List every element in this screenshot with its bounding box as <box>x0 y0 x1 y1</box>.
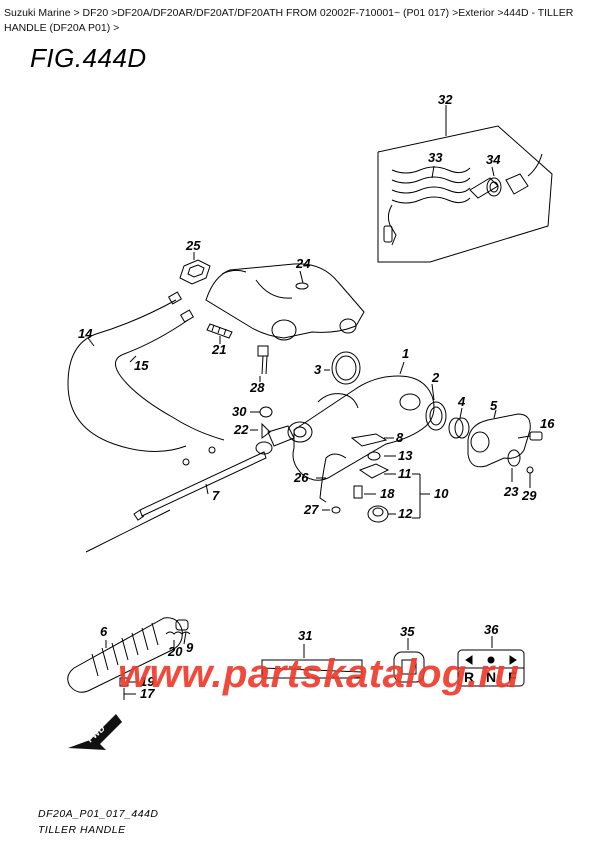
pin-23 <box>507 449 521 482</box>
callout-6: 6 <box>100 624 108 639</box>
fwd-arrow-icon <box>68 714 122 750</box>
callout-2: 2 <box>431 370 440 385</box>
callout-26: 26 <box>293 470 309 485</box>
callout-14: 14 <box>78 326 93 341</box>
breadcrumb[interactable]: Suzuki Marine > DF20 >DF20A/DF20AR/DF20A… <box>4 6 596 36</box>
callout-32: 32 <box>438 92 453 107</box>
callout-15: 15 <box>134 358 149 373</box>
callout-33: 33 <box>428 150 443 165</box>
callout-25: 25 <box>185 238 201 253</box>
washer-13 <box>367 451 396 461</box>
cap-35 <box>393 638 425 683</box>
callout-35: 35 <box>400 624 415 639</box>
kit-frame-32 <box>377 105 553 263</box>
wire-26 <box>316 453 347 503</box>
shift-letters: R N F <box>464 669 517 685</box>
bolt-18 <box>353 485 376 499</box>
figure-title: FIG.444D <box>30 43 147 73</box>
bolt-28 <box>257 345 269 382</box>
clip-22 <box>250 422 271 439</box>
lanyard-coil-33 <box>383 165 499 246</box>
callout-36: 36 <box>484 622 499 637</box>
tiller-handle-1 <box>292 361 435 481</box>
clip-25 <box>179 252 211 285</box>
shaft-extension-line <box>85 509 171 553</box>
callout-10: 10 <box>434 486 449 501</box>
pin-21 <box>206 323 233 344</box>
grip-body-5 <box>467 409 531 468</box>
drawing-code: DF20A_P01_017_444D <box>38 808 159 820</box>
screw-19 <box>119 677 138 687</box>
callout-29: 29 <box>521 488 537 503</box>
callout-31: 31 <box>298 628 312 643</box>
callout-7: 7 <box>212 488 220 503</box>
callout-12: 12 <box>398 506 413 521</box>
callout-27: 27 <box>303 502 319 517</box>
handle-front-end <box>255 421 313 455</box>
shift-letter-r: R <box>464 669 474 685</box>
group-bracket-10 <box>412 473 430 519</box>
collar-4 <box>448 407 470 439</box>
cap-9 <box>175 619 189 645</box>
callout-4: 4 <box>457 394 466 409</box>
drawing-caption: TILLER HANDLE <box>38 824 126 836</box>
plate-8 <box>350 433 394 447</box>
watermark: www.partskatalog.ru <box>118 652 520 696</box>
screw-29 <box>526 466 534 488</box>
callout-labels: 1 2 3 4 5 6 7 8 9 10 11 12 13 14 15 16 1… <box>78 92 555 701</box>
seal-2 <box>425 383 447 431</box>
callout-24: 24 <box>295 256 311 271</box>
washer-30 <box>250 406 273 418</box>
decal-31 <box>261 644 363 679</box>
shift-letter-f: F <box>508 669 517 685</box>
screw-17 <box>123 688 136 700</box>
callout-21: 21 <box>211 342 226 357</box>
callout-20: 20 <box>167 644 183 659</box>
callout-17: 17 <box>140 686 155 701</box>
callout-16: 16 <box>540 416 555 431</box>
cap-34 <box>486 153 543 197</box>
callout-34: 34 <box>486 152 501 167</box>
callout-5: 5 <box>490 398 498 413</box>
shift-letter-n: N <box>486 669 496 685</box>
callout-8: 8 <box>396 430 404 445</box>
callout-9: 9 <box>186 640 194 655</box>
knob-12 <box>367 505 396 523</box>
collar-3 <box>324 351 361 385</box>
callout-22: 22 <box>233 422 249 437</box>
callout-1: 1 <box>402 346 409 361</box>
callout-18: 18 <box>380 486 395 501</box>
bracket-24 <box>205 263 365 341</box>
callout-23: 23 <box>503 484 519 499</box>
screw-27 <box>322 506 341 514</box>
callout-13: 13 <box>398 448 413 463</box>
callout-19: 19 <box>140 674 155 689</box>
throttle-grip-6 <box>67 617 183 693</box>
callout-30: 30 <box>232 404 247 419</box>
screw-16 <box>517 431 543 441</box>
part-11 <box>358 463 396 479</box>
cables-14-15 <box>67 291 225 466</box>
shift-label-36 <box>457 636 525 687</box>
callout-11: 11 <box>398 466 412 481</box>
shaft-7 <box>133 451 267 521</box>
breadcrumb-text[interactable]: Suzuki Marine > DF20 >DF20A/DF20AR/DF20A… <box>4 7 574 34</box>
callout-28: 28 <box>249 380 265 395</box>
callout-3: 3 <box>314 362 322 377</box>
